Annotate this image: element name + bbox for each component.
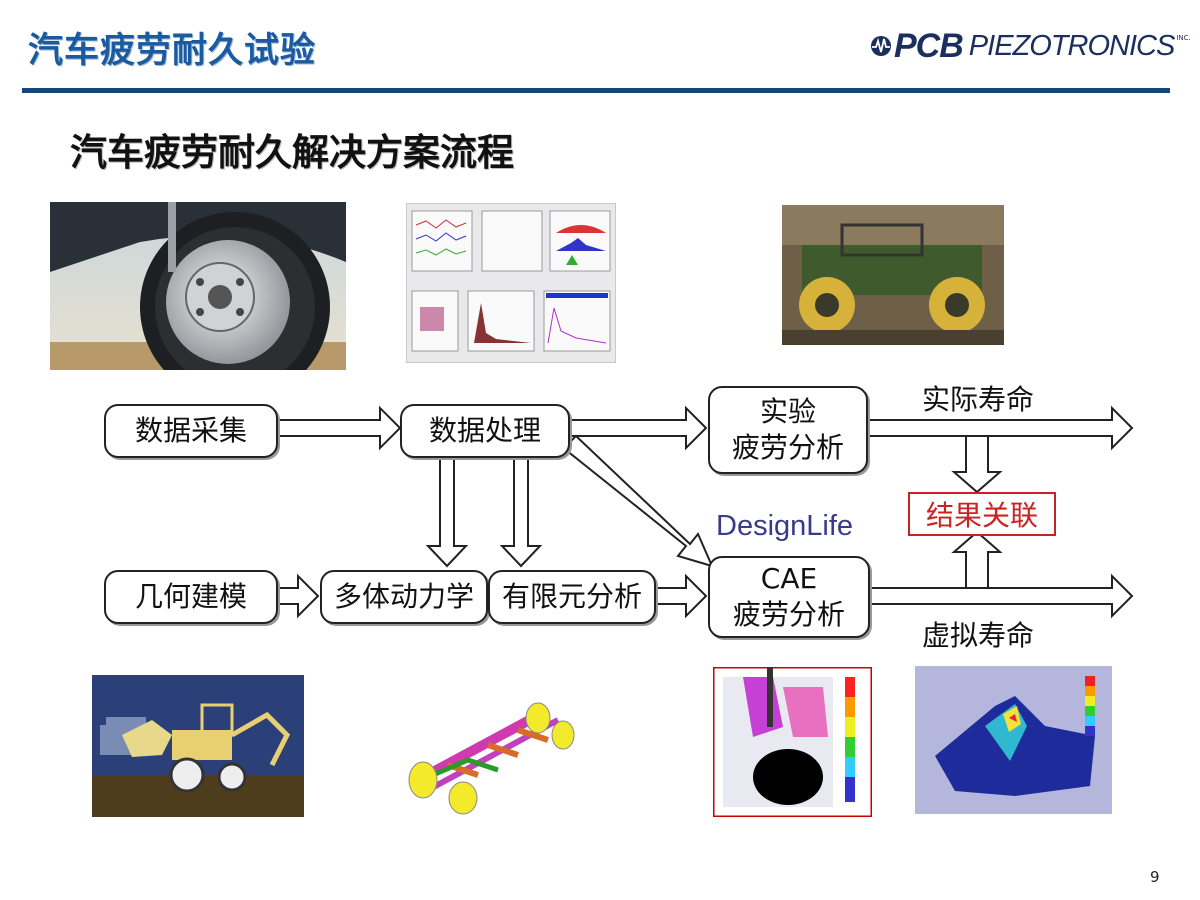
virtual-life-contour-photo	[915, 666, 1112, 814]
tractor-test-rig-photo	[782, 205, 1004, 345]
header-title: 汽车疲劳耐久试验	[28, 31, 317, 71]
logo-brand: PCB	[894, 26, 964, 65]
pcb-logo-icon	[871, 36, 891, 56]
box-result-correlation: 结果关联	[908, 492, 1056, 536]
cae-stress-contour-photo	[713, 667, 872, 817]
box-test-line2: 疲劳分析	[731, 431, 844, 464]
label-actual-life: 实际寿命	[922, 383, 1035, 416]
chassis-fe-model-photo	[388, 680, 580, 816]
box-data-processing: 数据处理	[400, 404, 570, 458]
box-data-acquisition-label: 数据采集	[134, 414, 247, 447]
box-geometry-label: 几何建模	[134, 580, 247, 613]
box-geometry: 几何建模	[104, 570, 278, 624]
box-cae-fatigue: CAE 疲劳分析	[708, 556, 870, 638]
slide-subtitle: 汽车疲劳耐久解决方案流程	[70, 131, 514, 174]
box-cae-line1: CAE	[760, 562, 818, 595]
arrow-proc-to-multibody-1	[425, 455, 469, 568]
arrow-test-to-actual-life	[867, 405, 1134, 451]
page-number: 9	[1150, 868, 1160, 886]
arrow-proc-to-multibody-2	[499, 455, 543, 568]
backhoe-model-photo	[92, 675, 304, 817]
box-cae-line2: 疲劳分析	[732, 598, 845, 631]
box-data-processing-label: 数据处理	[428, 414, 541, 447]
wheel-sensor-photo	[50, 202, 346, 370]
arrow-actual-to-result	[951, 435, 1003, 494]
box-multibody-label: 多体动力学	[333, 580, 474, 613]
arrow-proc-to-test	[569, 405, 708, 451]
header-rule	[22, 88, 1170, 93]
arrow-proc-to-cae	[565, 434, 714, 568]
arrow-fea-to-cae	[655, 573, 708, 619]
arrow-cae-to-virtual-life	[869, 573, 1134, 619]
software-processing-photo	[406, 203, 616, 363]
label-designlife: DesignLife	[716, 510, 854, 542]
box-multibody: 多体动力学	[320, 570, 488, 624]
pcb-logo: PCB PIEZOTRONICS INC.	[870, 26, 1191, 66]
box-test-fatigue: 实验 疲劳分析	[708, 386, 868, 474]
label-virtual-life: 虚拟寿命	[922, 619, 1035, 652]
box-test-line1: 实验	[759, 395, 816, 428]
box-fea-label: 有限元分析	[501, 580, 642, 613]
box-result-label: 结果关联	[925, 499, 1038, 532]
logo-sub: PIEZOTRONICS	[968, 29, 1176, 62]
logo-inc: INC.	[1176, 34, 1191, 42]
arrow-virtual-to-result	[951, 530, 1003, 589]
arrow-geo-to-multibody	[277, 573, 320, 619]
box-data-acquisition: 数据采集	[104, 404, 278, 458]
box-fea: 有限元分析	[488, 570, 656, 624]
arrow-acq-to-proc	[277, 405, 402, 451]
